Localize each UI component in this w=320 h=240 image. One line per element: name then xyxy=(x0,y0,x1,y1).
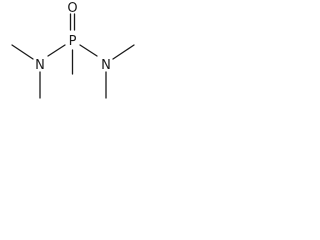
bond-n-right-methyl-up xyxy=(112,44,135,60)
bond-n-left-methyl-up xyxy=(11,44,34,60)
atom-phosphorus: P xyxy=(69,34,77,49)
structural-formula: O P N N xyxy=(11,1,135,99)
atom-oxygen: O xyxy=(67,1,77,16)
bond-p-n-left xyxy=(47,44,66,57)
atom-nitrogen-left: N xyxy=(35,58,45,73)
atom-nitrogen-right: N xyxy=(101,58,111,73)
bond-p-n-right xyxy=(79,44,98,57)
